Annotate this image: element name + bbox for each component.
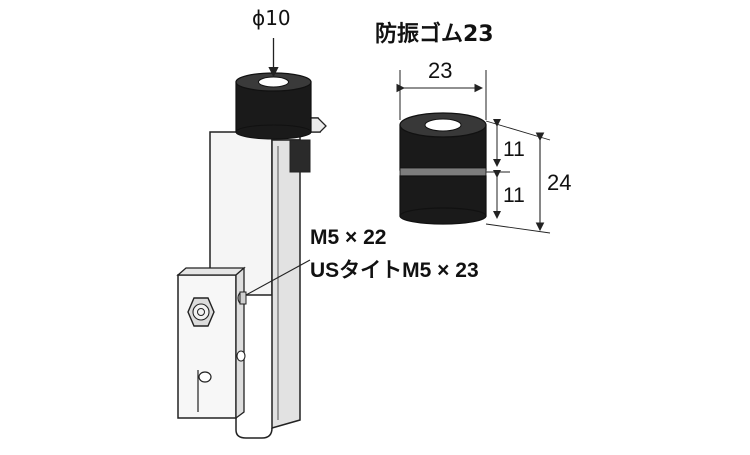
bracket-assembly [176,38,327,439]
bolt-label-2: USタイトM5 × 23 [310,259,479,282]
height-dim-label: 24 [547,170,572,195]
bracket-side-face [271,139,301,429]
rubber-detail [396,70,551,234]
bolt-end [237,291,247,305]
lower-hole [198,371,212,383]
bolt-label-1: M5 × 22 [310,226,387,249]
lower-plate [177,274,237,419]
bolt-leader [245,259,311,296]
upper-half-label: 11 [503,138,525,161]
side-hole [236,350,246,362]
hex-bolt [187,297,215,327]
width-dim-label: 23 [428,58,453,83]
bracket-bottom-bend [235,418,273,439]
bracket-rubber [235,72,312,140]
phi-label: ϕ10 [252,6,291,30]
lower-plate-side [235,266,245,420]
rubber-title: 防振ゴム23 [375,22,494,47]
lower-half-label: 11 [503,184,525,207]
